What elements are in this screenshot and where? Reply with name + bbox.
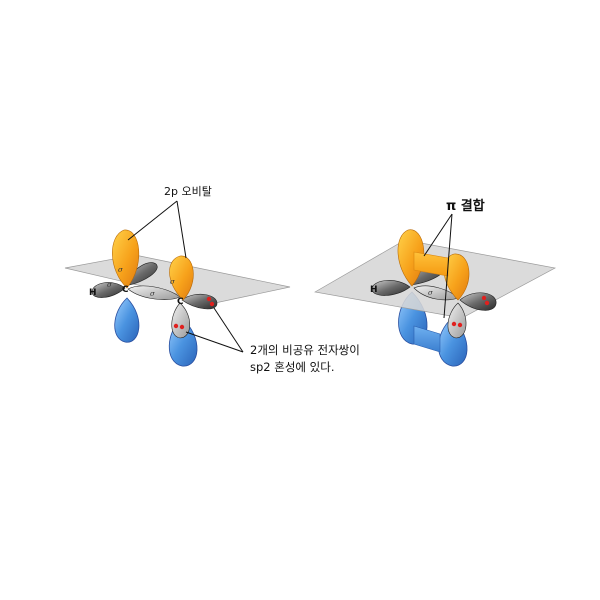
pointer-line: [176, 200, 187, 259]
carbon-label: C: [122, 285, 129, 295]
lone-pair-label-line-2: sp2 혼성에 있다.: [250, 360, 334, 374]
p-orbital-bottom-lobe-1: [114, 297, 140, 343]
sigma-label: σ: [150, 290, 155, 298]
pointer-line: [185, 331, 244, 353]
pointer-line: [213, 307, 244, 353]
pointer-line: [443, 213, 453, 319]
sigma-label: σ: [107, 281, 112, 289]
left-diagram: H C C σ σ σ σ 2p 오비탈 2개의 비공유 전자쌍이 sp2 혼성…: [64, 185, 360, 374]
electron: [451, 321, 457, 327]
p-orbital-top-lobe-1: [112, 229, 140, 289]
sigma-label: σ: [428, 289, 433, 297]
lone-pair-label-line-1: 2개의 비공유 전자쌍이: [250, 343, 360, 357]
carbon-label: C: [177, 297, 184, 307]
pi-bond-bottom: [413, 325, 441, 353]
pointer-line: [423, 213, 453, 257]
pi-bond-top: [413, 251, 449, 277]
electron: [179, 324, 185, 330]
electron: [206, 296, 212, 302]
hydrogen-label: H: [370, 285, 378, 295]
p-orbital-top-lobe-2: [169, 255, 194, 301]
sp2-lobe-h: [91, 282, 126, 298]
electron: [173, 323, 179, 329]
sp2-lobe-h: [371, 280, 411, 296]
sp2-lobe-lone-pair-2: [447, 302, 467, 339]
electron: [481, 295, 487, 301]
p-orbital-label: 2p 오비탈: [164, 185, 212, 198]
electron: [484, 300, 490, 306]
pi-bond-label: π 결합: [446, 198, 485, 214]
hydrogen-label: H: [89, 288, 97, 298]
sigma-label: σ: [118, 266, 123, 274]
sigma-label: σ: [170, 278, 175, 286]
right-diagram: H σ π 결합: [313, 198, 557, 367]
sp2-lobe-lone-pair-2: [171, 302, 191, 339]
sp2-lobe-lone-pair-1: [459, 292, 497, 311]
electron: [209, 301, 215, 307]
molecular-plane: [313, 239, 557, 319]
electron: [457, 322, 463, 328]
pointer-line: [127, 200, 178, 241]
